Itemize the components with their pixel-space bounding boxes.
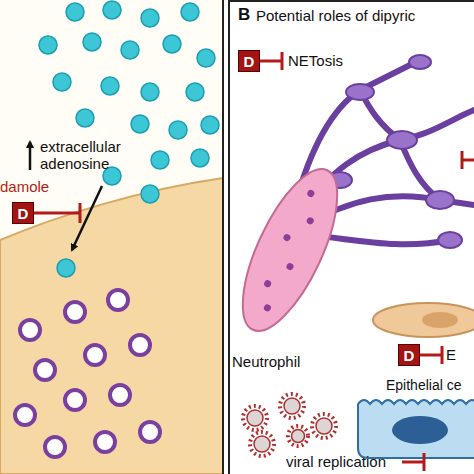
adenosine-molecules	[39, 1, 219, 277]
process-label: viral replication	[286, 453, 386, 470]
cell-label: Epithelial ce	[386, 377, 462, 393]
platelet-cell	[373, 303, 474, 337]
drug-letter: D	[18, 206, 29, 221]
panel-letter: B	[238, 5, 250, 25]
panel-title: Potential roles of dipyric	[256, 7, 415, 24]
drug-box: D	[398, 344, 420, 366]
drug-letter: D	[244, 54, 255, 69]
inhibition-mark	[260, 52, 442, 471]
process-label: NETosis	[288, 52, 343, 69]
panel-divider	[222, 0, 224, 474]
drug-box: D	[12, 202, 34, 224]
increase-arrow	[29, 142, 32, 170]
annotation-text: extracellular adenosine	[40, 138, 135, 173]
panel-box: B Potential roles of dipyricD D	[228, 0, 474, 474]
neutrophil-cell	[224, 157, 356, 344]
panel-a-background	[0, 0, 223, 474]
inhibition-mark	[462, 151, 474, 169]
drug-box: D	[238, 50, 260, 72]
epithelial-cell	[358, 400, 474, 458]
cell-label: Neutrophil	[232, 353, 300, 370]
virus-particles	[243, 394, 336, 456]
process-label: E	[446, 346, 456, 363]
net-lobes	[328, 55, 462, 248]
drug-name: damole	[0, 178, 49, 195]
drug-letter: D	[404, 348, 415, 363]
inhibition-mark	[34, 203, 80, 223]
vesicle-rings	[15, 290, 160, 457]
uptake-arrow	[72, 186, 102, 250]
cell-body	[0, 178, 223, 474]
